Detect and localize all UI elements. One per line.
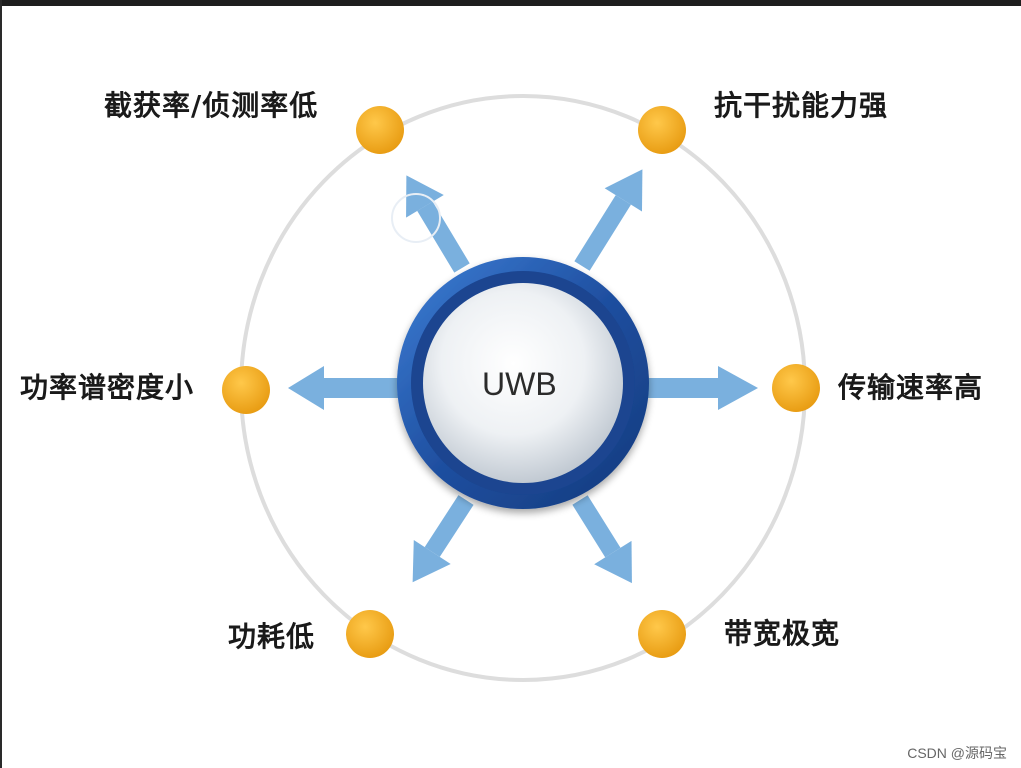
arrow-right [648,366,758,410]
dot-bottom-right [638,610,686,658]
dot-top-right [638,106,686,154]
label-right: 传输速率高 [838,371,984,404]
window-left-edge [0,0,2,768]
dot-left [222,366,270,414]
highlight-circle [391,193,441,243]
arrow-top-left [406,175,470,273]
label-top-right: 抗干扰能力强 [714,89,889,122]
arrows [288,169,758,584]
arrow-bottom-right [572,495,632,584]
arrow-left [288,366,400,410]
label-top-left: 截获率/侦测率低 [104,89,319,122]
watermark: CSDN @源码宝 [907,745,1007,761]
arrow-top-right [574,169,643,271]
dots [222,106,820,658]
center-label: UWB [482,366,557,402]
dot-right [772,364,820,412]
window-top-bar [0,0,1021,6]
arrow-bottom-left [412,495,474,583]
dot-bottom-left [346,610,394,658]
label-left: 功率谱密度小 [20,371,195,404]
dot-top-left [356,106,404,154]
label-bottom-right: 带宽极宽 [724,617,841,650]
label-bottom-left: 功耗低 [228,620,316,653]
center-node [397,257,649,509]
